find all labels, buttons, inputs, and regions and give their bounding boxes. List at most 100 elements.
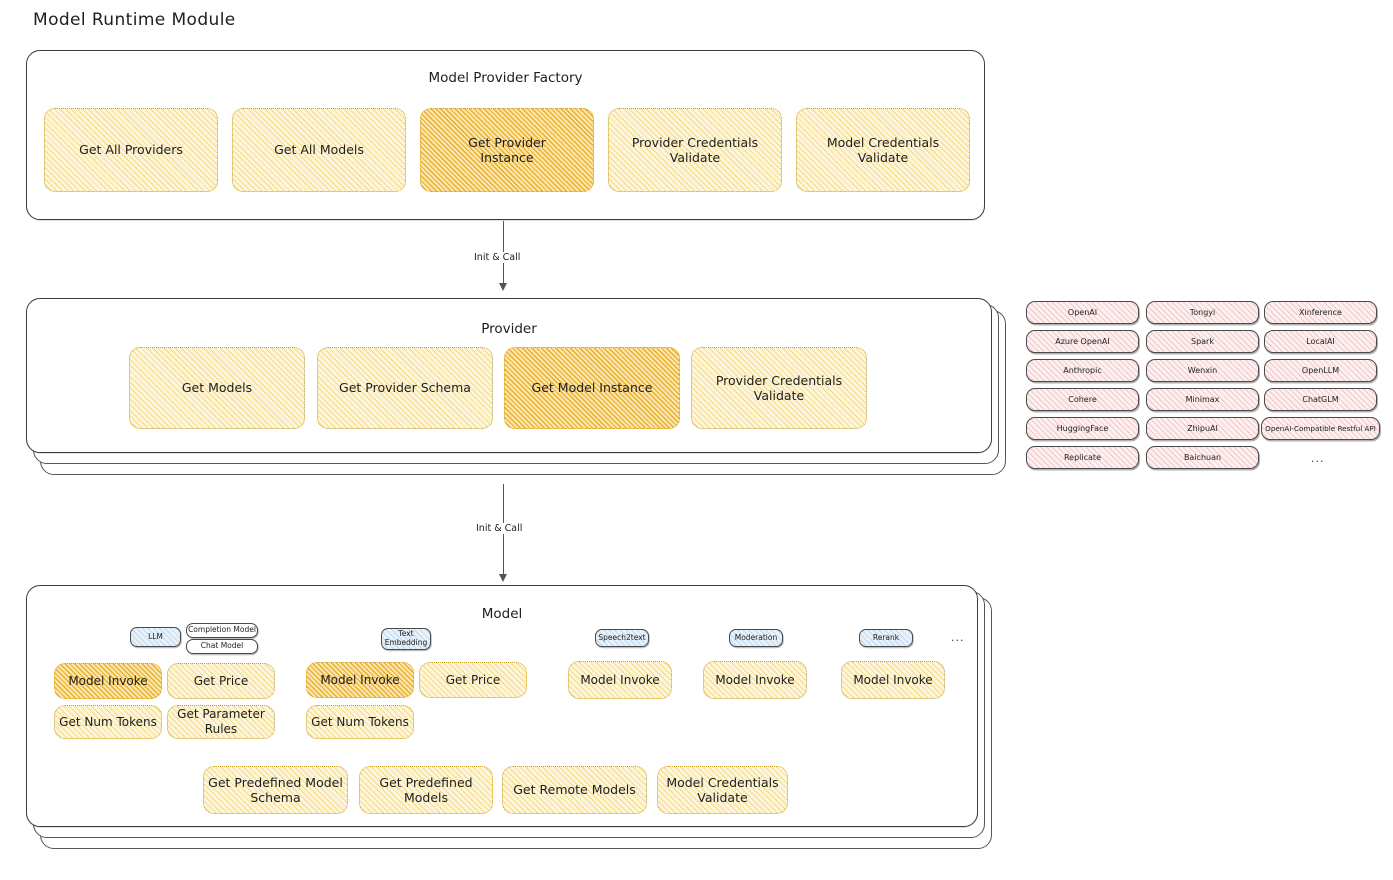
- arrow-provider-to-model-label: Init & Call: [472, 523, 527, 534]
- node-provider-credentials-validate[interactable]: Provider Credentials Validate: [608, 108, 782, 192]
- provider-chip-cohere[interactable]: Cohere: [1026, 388, 1139, 411]
- chip-label: HuggingFace: [1056, 424, 1109, 433]
- chip-label: Tongyi: [1189, 308, 1216, 317]
- provider-chip-azure-openai[interactable]: Azure OpenAI: [1026, 330, 1139, 353]
- arrow-factory-to-provider-label: Init & Call: [470, 252, 525, 263]
- chip-label: Replicate: [1063, 453, 1101, 462]
- node-label: Model Credentials Validate: [826, 134, 940, 165]
- chip-label: OpenLLM: [1301, 366, 1340, 375]
- node-get-models[interactable]: Get Models: [129, 347, 305, 429]
- model-type-pill-moderation[interactable]: Moderation: [729, 629, 783, 647]
- node-label: Get Predefined Models: [379, 774, 473, 805]
- node-label: Get Provider Schema: [339, 380, 471, 396]
- provider-chip-tongyi[interactable]: Tongyi: [1146, 301, 1259, 324]
- node-label: Get Price: [193, 673, 249, 688]
- provider-chip-openai-compatible-restful-api[interactable]: OpenAI-Compatible Restful API: [1261, 417, 1380, 440]
- node-label: Provider Credentials Validate: [631, 134, 759, 165]
- provider-chip-zhipuai[interactable]: ZhipuAI: [1146, 417, 1259, 440]
- provider-chip-localai[interactable]: LocalAI: [1264, 330, 1377, 353]
- node-llm-get-price[interactable]: Get Price: [167, 663, 275, 699]
- node-label: Get Predefined Model Schema: [208, 774, 343, 805]
- arrow-provider-to-model-head: [499, 574, 507, 582]
- node-speech2text-model-invoke[interactable]: Model Invoke: [568, 661, 672, 699]
- pill-label: Speech2text: [598, 632, 646, 642]
- node-label: Get All Models: [274, 142, 364, 158]
- chip-label: Wenxin: [1187, 366, 1218, 375]
- node-label: Model Invoke: [853, 672, 933, 687]
- node-moderation-model-invoke[interactable]: Model Invoke: [703, 661, 807, 699]
- node-get-provider-schema[interactable]: Get Provider Schema: [317, 347, 493, 429]
- chip-label: Anthropic: [1063, 366, 1102, 375]
- node-text-embedding-get-price[interactable]: Get Price: [419, 662, 527, 698]
- model-type-pill-speech2text[interactable]: Speech2text: [595, 629, 649, 647]
- pill-label: LLM: [148, 631, 163, 641]
- node-get-remote-models[interactable]: Get Remote Models: [502, 766, 647, 814]
- node-label: Get All Providers: [79, 142, 183, 158]
- chip-label: Xinference: [1299, 308, 1342, 317]
- chip-label: Cohere: [1068, 395, 1097, 404]
- node-label: Get Num Tokens: [59, 714, 157, 729]
- provider-chip-wenxin[interactable]: Wenxin: [1146, 359, 1259, 382]
- node-label: Provider Credentials Validate: [715, 372, 843, 403]
- provider-chip-anthropic[interactable]: Anthropic: [1026, 359, 1139, 382]
- node-label: Get Price: [445, 672, 501, 687]
- pill-label: Text Embedding: [384, 629, 428, 647]
- node-model-credentials-validate[interactable]: Model Credentials Validate: [796, 108, 970, 192]
- model-type-pill-text-embedding[interactable]: Text Embedding: [381, 628, 431, 650]
- chip-label: Minimax: [1185, 395, 1220, 404]
- model-type-pill-llm[interactable]: LLM: [130, 627, 181, 647]
- model-type-pill-rerank[interactable]: Rerank: [859, 629, 913, 647]
- provider-chip-openllm[interactable]: OpenLLM: [1264, 359, 1377, 382]
- provider-chip-baichuan[interactable]: Baichuan: [1146, 446, 1259, 469]
- node-label: Get Models: [181, 380, 253, 396]
- node-get-all-providers[interactable]: Get All Providers: [44, 108, 218, 192]
- chip-label: OpenAI: [1067, 308, 1098, 317]
- node-text-embedding-get-num-tokens[interactable]: Get Num Tokens: [306, 705, 414, 739]
- chip-label: LocalAI: [1306, 337, 1335, 346]
- model-subtype-pill-chat-model[interactable]: Chat Model: [186, 639, 258, 654]
- arrow-factory-to-provider-head: [499, 283, 507, 291]
- pill-label: Completion Model: [188, 625, 256, 635]
- page-title: Model Runtime Module: [33, 10, 236, 30]
- node-get-all-models[interactable]: Get All Models: [232, 108, 406, 192]
- provider-chip-chatglm[interactable]: ChatGLM: [1264, 388, 1377, 411]
- chip-label: ZhipuAI: [1187, 424, 1218, 433]
- provider-chip-spark[interactable]: Spark: [1146, 330, 1259, 353]
- node-label: Model Invoke: [320, 672, 400, 687]
- node-label: Model Invoke: [68, 673, 148, 688]
- pill-label: Rerank: [872, 632, 900, 642]
- node-label: Get Parameter Rules: [177, 707, 265, 736]
- node-llm-get-parameter-rules[interactable]: Get Parameter Rules: [167, 705, 275, 739]
- node-llm-get-num-tokens[interactable]: Get Num Tokens: [54, 705, 162, 739]
- node-label: Model Invoke: [715, 672, 795, 687]
- node-get-predefined-models[interactable]: Get Predefined Models: [359, 766, 493, 814]
- provider-list-more: ...: [1311, 452, 1325, 465]
- provider-title: Provider: [481, 321, 537, 337]
- model-provider-factory-title: Model Provider Factory: [428, 70, 583, 86]
- chip-label: OpenAI-Compatible Restful API: [1265, 424, 1376, 433]
- node-label: Get Model Instance: [531, 380, 653, 396]
- node-get-provider-instance[interactable]: Get Provider Instance: [420, 108, 594, 192]
- model-title: Model: [481, 606, 523, 622]
- pill-label: Moderation: [734, 632, 778, 642]
- node-get-model-instance[interactable]: Get Model Instance: [504, 347, 680, 429]
- model-subtype-pill-completion-model[interactable]: Completion Model: [186, 623, 258, 638]
- node-provider-credentials-validate-2[interactable]: Provider Credentials Validate: [691, 347, 867, 429]
- node-rerank-model-invoke[interactable]: Model Invoke: [841, 661, 945, 699]
- chip-label: Azure OpenAI: [1055, 337, 1110, 346]
- provider-chip-replicate[interactable]: Replicate: [1026, 446, 1139, 469]
- chip-label: Spark: [1191, 337, 1214, 346]
- provider-chip-xinference[interactable]: Xinference: [1264, 301, 1377, 324]
- node-model-credentials-validate-2[interactable]: Model Credentials Validate: [657, 766, 788, 814]
- provider-chip-minimax[interactable]: Minimax: [1146, 388, 1259, 411]
- node-get-predefined-model-schema[interactable]: Get Predefined Model Schema: [203, 766, 348, 814]
- pill-label: Chat Model: [200, 641, 244, 651]
- node-llm-model-invoke[interactable]: Model Invoke: [54, 663, 162, 699]
- chip-label: ChatGLM: [1302, 395, 1339, 404]
- provider-chip-openai[interactable]: OpenAI: [1026, 301, 1139, 324]
- chip-label: Baichuan: [1183, 453, 1222, 462]
- node-text-embedding-model-invoke[interactable]: Model Invoke: [306, 662, 414, 698]
- provider-chip-huggingface[interactable]: HuggingFace: [1026, 417, 1139, 440]
- node-label: Model Invoke: [580, 672, 660, 687]
- node-label: Model Credentials Validate: [666, 774, 779, 805]
